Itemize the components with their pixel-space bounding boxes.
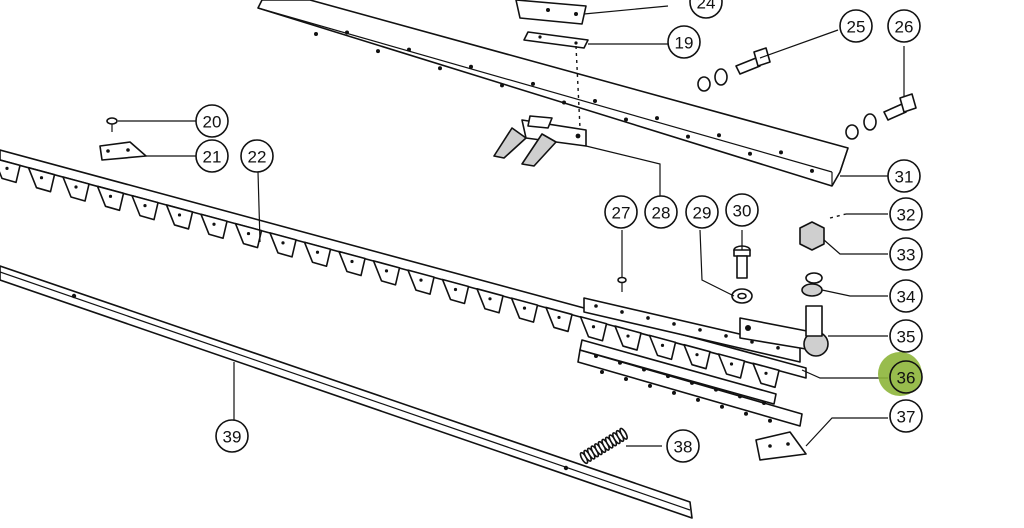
knife-section	[303, 241, 332, 268]
knife-back-bar	[577, 339, 803, 427]
callout-25: 25	[839, 9, 873, 43]
callout-29: 29	[685, 195, 719, 229]
section-plate-part	[99, 141, 147, 161]
knife-section	[407, 269, 435, 295]
angle-bar-part	[257, 0, 849, 187]
callout-24: 24	[689, 0, 723, 19]
knife-section	[441, 278, 470, 305]
callout-20: 20	[195, 104, 229, 138]
bolt-washer-set-lower	[845, 93, 917, 140]
guard-assembly-part	[493, 115, 587, 167]
callout-number: 21	[203, 148, 222, 167]
knife-section	[545, 306, 573, 333]
callout-number: 31	[895, 168, 914, 187]
knife-section	[62, 176, 90, 202]
washer-stack-part	[801, 272, 823, 297]
knife-section	[96, 185, 125, 212]
callout-39: 39	[215, 419, 249, 453]
callout-number: 25	[847, 18, 866, 37]
callout-number: 35	[897, 328, 916, 347]
callout-labels: 19 20 21 22 24 25 26 27 28 29 30 31 32 33 34 35 36 37 38 39	[195, 0, 923, 463]
callout-34: 34	[889, 279, 923, 313]
bracket-part	[515, 0, 587, 25]
callout-number: 22	[248, 148, 267, 167]
callout-number: 26	[895, 18, 914, 37]
knife-section	[27, 166, 56, 193]
callout-35: 35	[889, 319, 923, 353]
spring-part	[579, 427, 628, 465]
knife-section	[510, 297, 539, 323]
callout-number: 28	[652, 204, 671, 223]
knife-section	[752, 362, 780, 389]
callout-number: 29	[693, 204, 712, 223]
knife-section	[579, 315, 608, 342]
callout-22: 22	[240, 139, 274, 173]
knife-head-part	[739, 305, 829, 357]
callout-number: 19	[675, 34, 694, 53]
knife-section	[338, 250, 366, 277]
lower-bar-part	[0, 265, 693, 519]
leader-lines	[118, 5, 905, 447]
castle-nut-part	[799, 221, 825, 251]
callout-number: 30	[733, 202, 752, 221]
knife-section	[165, 204, 194, 230]
callout-number: 24	[697, 0, 716, 13]
callout-number: 33	[897, 246, 916, 265]
screw-part	[106, 117, 118, 132]
slotted-plate-part	[583, 297, 801, 363]
bolt-part	[733, 245, 751, 279]
washer-part	[731, 288, 753, 304]
callout-37: 37	[889, 399, 923, 433]
callout-27: 27	[604, 195, 638, 229]
knife-section	[234, 222, 263, 249]
knife-section	[476, 287, 504, 314]
callout-number: 38	[674, 438, 693, 457]
knife-section	[131, 194, 159, 221]
highlight-marker	[878, 352, 922, 396]
knife-section	[683, 343, 711, 370]
callout-30: 30	[725, 193, 759, 227]
knife-section	[200, 213, 228, 240]
callout-26: 26	[887, 9, 921, 43]
callout-31: 31	[887, 159, 921, 193]
knife-section	[372, 260, 401, 286]
bolt-washer-set-upper	[697, 47, 771, 92]
plate-part	[523, 31, 589, 49]
callout-number: 37	[897, 408, 916, 427]
knife-section	[269, 232, 297, 258]
knife-section	[614, 325, 642, 351]
cotter-pin-part	[829, 213, 847, 219]
callout-32: 32	[889, 197, 923, 231]
callout-number: 27	[612, 204, 631, 223]
callout-19: 19	[667, 25, 701, 59]
callout-number: 39	[223, 428, 242, 447]
knife-section-part	[755, 431, 807, 461]
knife-section	[0, 159, 21, 184]
callout-38: 38	[666, 429, 700, 463]
callout-28: 28	[644, 195, 678, 229]
callout-number: 20	[203, 113, 222, 132]
callout-36: 36	[889, 360, 923, 394]
callout-21: 21	[195, 139, 229, 173]
knife-section	[648, 334, 677, 361]
callout-number: 34	[897, 288, 916, 307]
knife-bar-part	[0, 149, 807, 389]
knife-section	[717, 353, 746, 379]
callout-number: 36	[897, 369, 916, 388]
callout-33: 33	[889, 237, 923, 271]
callout-number: 32	[897, 206, 916, 225]
small-bolt-part	[617, 276, 627, 292]
